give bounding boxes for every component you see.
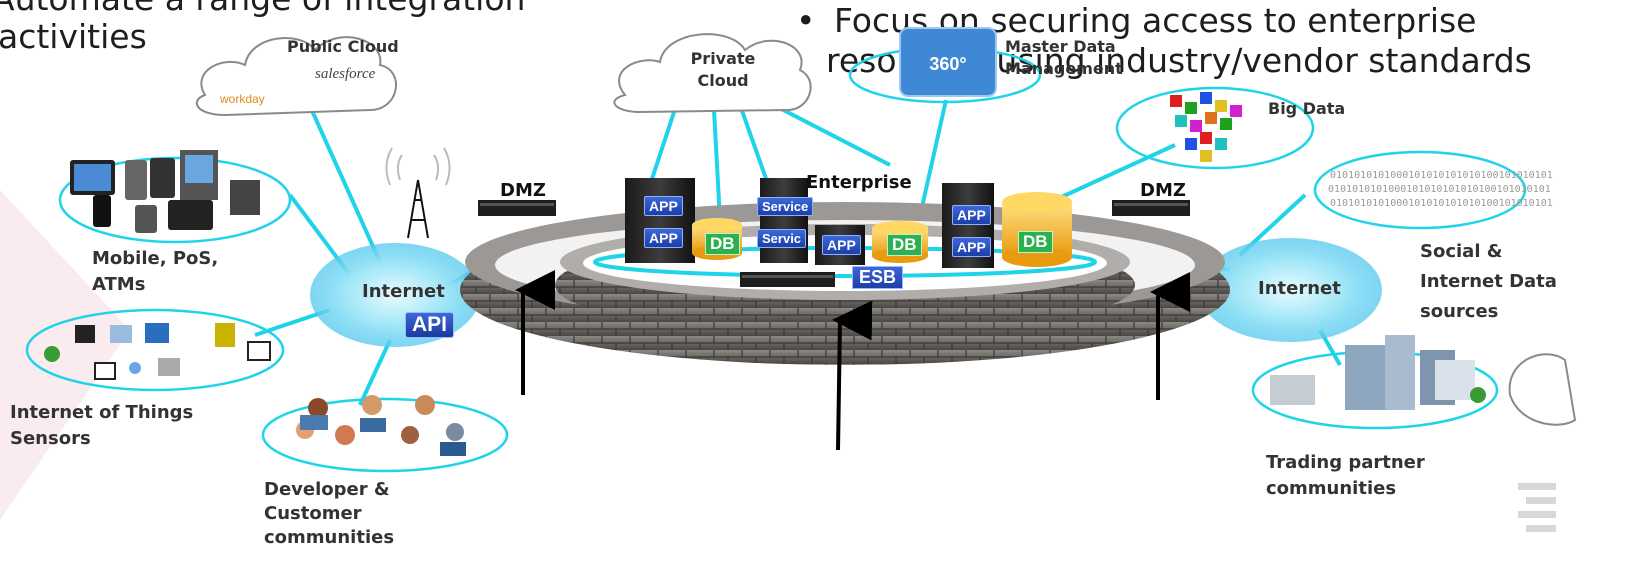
private-cloud-shape — [613, 33, 812, 114]
workday-logo: workday — [220, 92, 265, 106]
dmz-left-label: DMZ — [500, 180, 546, 201]
app-chip-2: APP — [644, 228, 683, 248]
master-data-label: Master Data Management — [1005, 37, 1123, 78]
mobile-devices-image — [70, 150, 260, 233]
developer-label: Developer & Customer communities — [264, 479, 395, 548]
mobile-label: Mobile, PoS, ATMs — [92, 248, 219, 295]
db-label-3: DB — [1018, 231, 1053, 253]
social-label: Social & Internet Data sources — [1420, 241, 1557, 322]
service-rack — [760, 178, 808, 263]
db-cylinder-big — [1002, 192, 1072, 267]
public-cloud-shape — [195, 36, 397, 117]
binary-row-2: 0101010101000101010101010100101010101 — [1328, 184, 1551, 195]
internet-right-glow — [1198, 238, 1382, 342]
private-cloud-label: Private Cloud — [690, 49, 756, 90]
internet-left-label: Internet — [362, 281, 445, 302]
left-heading-line-1: Automate a range of integration — [0, 0, 525, 18]
mobile-ellipse — [58, 156, 292, 244]
iot-ellipse — [25, 308, 285, 392]
left-heading-line-2: activities — [0, 17, 147, 56]
iot-sensors-image — [44, 323, 271, 380]
api-badge: API — [405, 312, 455, 338]
watermark-shape — [0, 190, 130, 520]
bullet-icon: • — [796, 1, 816, 40]
public-cloud-label-1: Public Cloud — [287, 37, 399, 56]
social-binary-image: 0101010101000101010101010100101010101 01… — [1328, 170, 1553, 209]
service-chip-2: Servic — [757, 229, 807, 248]
badge-360-text: 360° — [929, 54, 966, 74]
developer-people-image — [296, 395, 466, 456]
corner-logo-icon — [1518, 483, 1556, 532]
app-chip-4: APP — [952, 205, 991, 225]
service-chip-1: Service — [757, 197, 814, 216]
app-rack-left — [625, 178, 695, 263]
social-ellipse — [1313, 150, 1527, 230]
iot-label: Internet of Things Sensors — [10, 402, 194, 449]
developer-ellipse — [261, 397, 509, 473]
big-data-label: Big Data — [1268, 99, 1346, 118]
binary-row-3: 0101010101000101010101010100101010101 — [1330, 198, 1553, 209]
dmz-right-server — [1112, 200, 1190, 216]
trading-buildings-image — [1270, 335, 1486, 410]
salesforce-logo: salesforce — [315, 66, 376, 82]
app-chip-1: APP — [644, 196, 683, 216]
enterprise-label: Enterprise — [806, 172, 912, 193]
db-label-1: DB — [705, 233, 740, 255]
arrow-center — [832, 300, 873, 451]
trading-label: Trading partner communities — [1266, 452, 1425, 499]
binary-row-1: 0101010101000101010101010100101010101 — [1330, 170, 1553, 181]
dmz-right-label: DMZ — [1140, 180, 1186, 201]
bigdata-ellipse — [1115, 86, 1315, 170]
app-chip-5: APP — [952, 237, 991, 257]
esb-badge: ESB — [852, 266, 904, 289]
internet-right-label: Internet — [1258, 278, 1341, 299]
dmz-left-server — [478, 200, 556, 216]
esb-server — [740, 272, 835, 287]
trading-cloud-shape — [1508, 353, 1577, 426]
security-arrows — [515, 270, 1190, 451]
cell-tower-icon — [385, 147, 451, 239]
big-data-cubes-image — [1170, 92, 1242, 162]
db-label-2: DB — [887, 234, 922, 256]
app-chip-3: APP — [822, 235, 861, 255]
mdm-360-icon: 360° — [899, 27, 997, 97]
